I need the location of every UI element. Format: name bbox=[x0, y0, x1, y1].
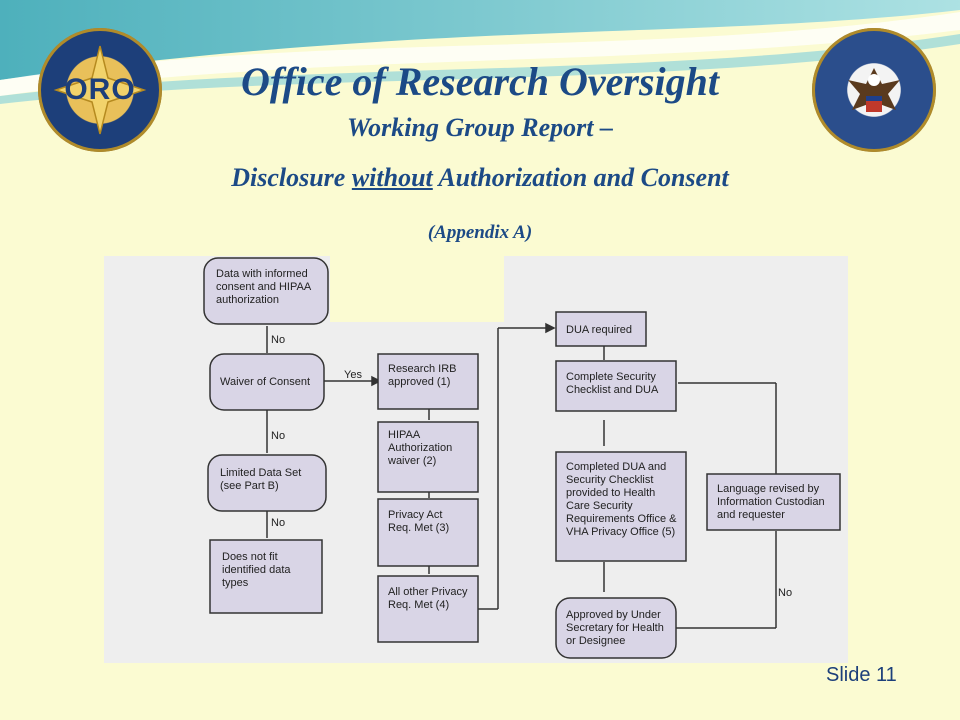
appendix-label: (Appendix A) bbox=[427, 222, 533, 243]
box-privacy-act bbox=[377, 498, 479, 567]
subtitle-underlined: without bbox=[351, 163, 433, 192]
box-approved bbox=[555, 597, 677, 659]
label-no-1: No bbox=[271, 334, 285, 346]
box-hipaa bbox=[377, 421, 479, 493]
box-dua-required-text: DUA required bbox=[566, 324, 632, 336]
oro-logo-text: ORO bbox=[64, 73, 136, 106]
oro-seal-icon: ORO bbox=[38, 28, 162, 152]
box-limited bbox=[207, 454, 327, 512]
box-complete-security bbox=[555, 360, 677, 412]
label-no-3: No bbox=[271, 517, 285, 529]
subtitle-post: Authorization and Consent bbox=[432, 163, 729, 192]
subtitle-line-2: Disclosure without Authorization and Con… bbox=[0, 163, 960, 193]
box-other-privacy bbox=[377, 575, 479, 643]
label-no-4: No bbox=[778, 587, 792, 599]
box-completed-dua bbox=[555, 451, 687, 562]
header-wave-graphic bbox=[0, 0, 960, 104]
box-data-informed bbox=[203, 257, 329, 325]
va-seal-icon bbox=[812, 28, 936, 152]
label-no-2: No bbox=[271, 430, 285, 442]
box-irb bbox=[377, 353, 479, 410]
box-limited-text: Limited Data Set(see Part B) bbox=[220, 467, 301, 492]
box-dua-required bbox=[555, 311, 647, 347]
subtitle-pre: Disclosure bbox=[231, 163, 352, 192]
box-waiver-text: Waiver of Consent bbox=[220, 376, 310, 388]
box-language bbox=[706, 473, 841, 531]
box-not-fit bbox=[209, 539, 323, 614]
label-yes: Yes bbox=[344, 369, 362, 381]
subtitle-line-1: Working Group Report – bbox=[346, 113, 614, 142]
page-title: Office of Research Oversight bbox=[240, 59, 720, 104]
slide-number: Slide 11 bbox=[826, 664, 897, 686]
box-waiver bbox=[209, 353, 325, 411]
